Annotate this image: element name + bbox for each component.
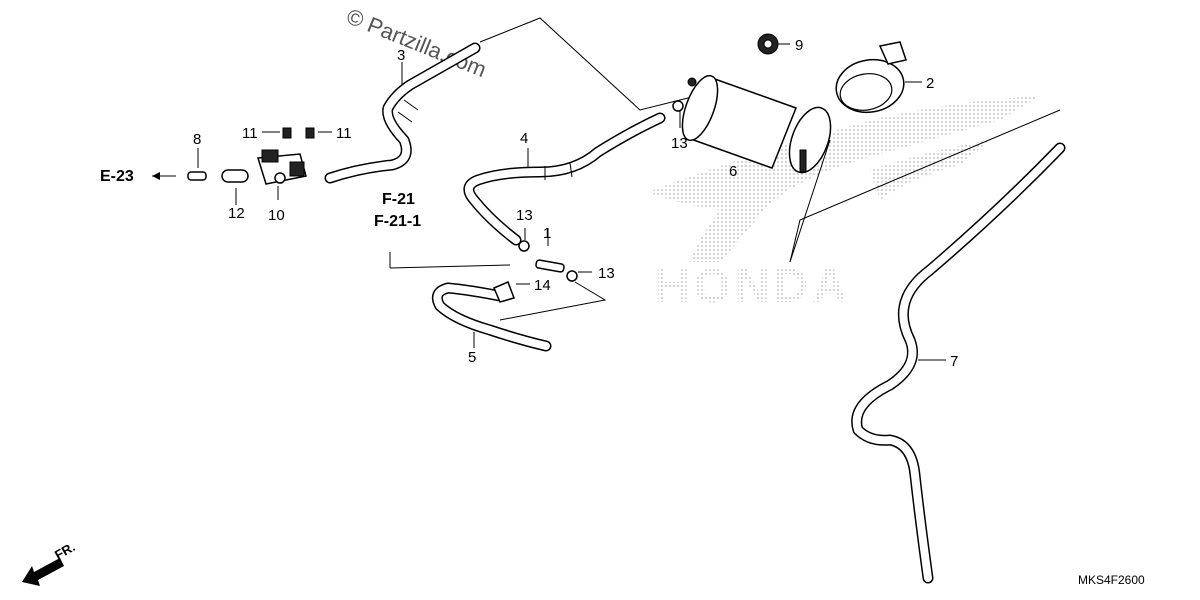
callout-2: 2 xyxy=(926,75,934,92)
callouts: 1 2 3 4 5 6 7 8 9 10 11 11 12 13 13 13 1… xyxy=(193,37,958,370)
bolt-11-right xyxy=(305,127,315,139)
callout-11-right: 11 xyxy=(336,125,352,142)
diagram-code: MKS4F2600 xyxy=(1078,573,1145,587)
callout-7: 7 xyxy=(950,353,958,370)
hose-4 xyxy=(463,112,666,246)
hose-3 xyxy=(324,42,481,184)
callout-13-top: 13 xyxy=(671,135,688,152)
reference-e-23: E-23 xyxy=(100,168,134,185)
callout-4: 4 xyxy=(520,130,528,147)
callout-3: 3 xyxy=(397,47,405,64)
front-arrow-icon xyxy=(22,558,64,586)
honda-wing-logo: HONDA xyxy=(648,96,1040,313)
reference-e-23-arrow xyxy=(152,172,160,180)
front-indicator: FR. xyxy=(52,539,78,562)
honda-logo-text: HONDA xyxy=(655,260,851,313)
clip-13-top xyxy=(672,100,684,112)
joint-8 xyxy=(187,171,207,181)
callout-1: 1 xyxy=(543,225,551,242)
partzilla-watermark: © Partzilla.com xyxy=(343,3,490,82)
nut-9 xyxy=(757,33,779,55)
callout-13-mid: 13 xyxy=(516,207,533,224)
callout-9: 9 xyxy=(795,37,803,54)
callout-13-right: 13 xyxy=(598,265,615,282)
callout-6: 6 xyxy=(729,163,737,180)
callout-14: 14 xyxy=(534,277,551,294)
callout-10: 10 xyxy=(268,207,285,224)
solenoid-valve-10 xyxy=(257,149,307,185)
reference-f-21: F-21 xyxy=(382,191,415,208)
clip-13-mid xyxy=(518,240,530,252)
reference-f-21-1: F-21-1 xyxy=(374,213,421,230)
joint-14 xyxy=(493,281,515,303)
hose-12 xyxy=(221,169,249,183)
callout-8: 8 xyxy=(193,131,201,148)
leader-lines xyxy=(152,17,1061,361)
hose-7 xyxy=(851,142,1066,584)
tube-5 xyxy=(431,282,552,352)
joint-1 xyxy=(535,259,565,273)
callout-12: 12 xyxy=(228,205,245,222)
callout-11-left: 11 xyxy=(242,125,258,142)
band-2 xyxy=(835,41,907,114)
canister-6 xyxy=(681,74,832,174)
bolt-11-left xyxy=(282,127,292,139)
callout-5: 5 xyxy=(468,349,476,366)
clip-13-right xyxy=(566,270,578,282)
